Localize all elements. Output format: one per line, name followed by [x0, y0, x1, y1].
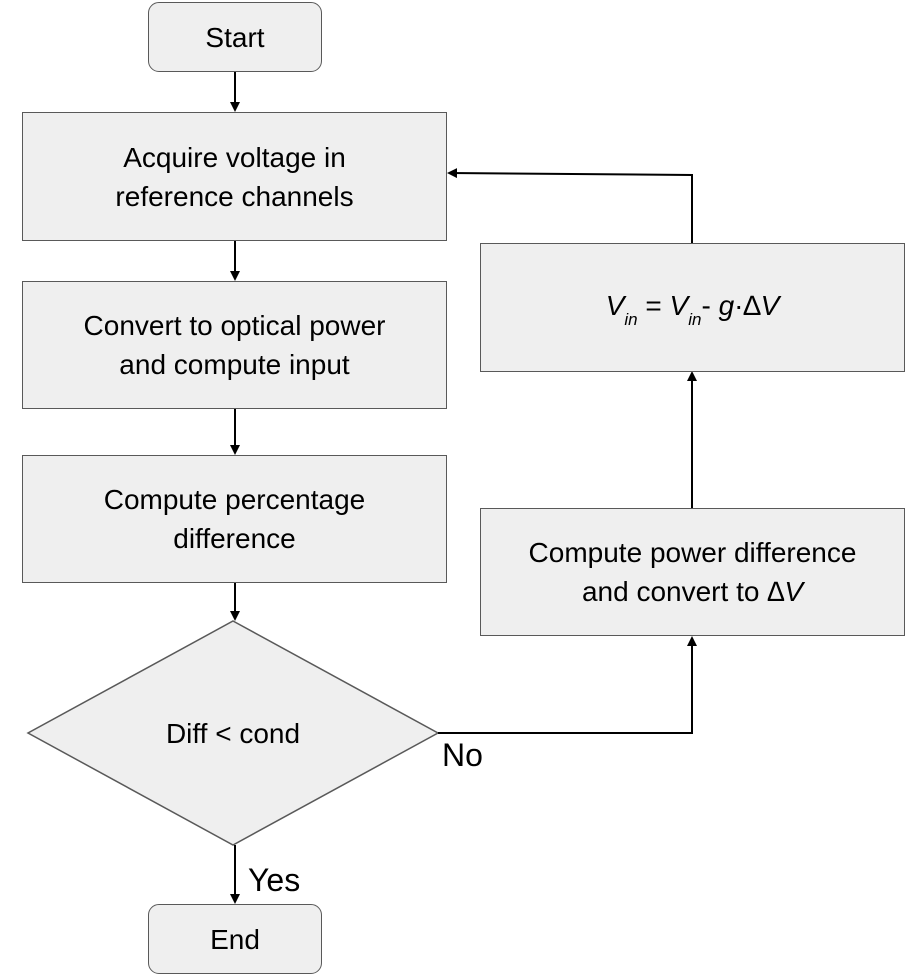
acquire-voltage-label: Acquire voltage in reference channels [115, 141, 354, 212]
formula-delta: ∆ [743, 290, 761, 321]
start-node: Start [148, 2, 322, 72]
formula-v-lhs: V [605, 290, 625, 321]
convert-optical-box: Convert to optical power and compute inp… [22, 281, 447, 409]
power-difference-line2: and convert to [581, 576, 768, 607]
formula-sub-lhs: in [624, 310, 638, 329]
formula-dot: · [734, 290, 744, 321]
power-difference-text: Compute power difference and convert to … [529, 533, 857, 611]
delta-v-symbol: ∆V [767, 576, 804, 607]
decision-diamond [26, 620, 440, 846]
no-branch-label: No [442, 737, 483, 773]
percentage-difference-box: Compute percentage difference [22, 455, 447, 583]
voltage-update-box: Vin = Vin- g·∆V [480, 243, 905, 372]
acquire-voltage-box: Acquire voltage in reference channels [22, 112, 447, 241]
formula-v-rhs: V [669, 290, 689, 321]
percentage-difference-label: Compute percentage difference [103, 484, 366, 554]
decision-label: Diff < cond [165, 718, 301, 749]
end-label: End [210, 923, 260, 955]
arrow-formula-loop-to-acquire [447, 168, 693, 243]
power-difference-line1: Compute power difference [528, 537, 857, 568]
formula-sub-rhs: in [688, 310, 702, 329]
convert-optical-label: Convert to optical power and compute inp… [83, 310, 386, 380]
arrow-decision-no-to-power-diff [438, 636, 697, 734]
power-difference-box: Compute power difference and convert to … [480, 508, 905, 636]
end-node: End [148, 904, 322, 974]
voltage-update-formula: Vin = Vin- g·∆V [606, 286, 780, 329]
start-label: Start [205, 21, 265, 53]
yes-branch-label: Yes [248, 862, 301, 898]
formula-v-delta: V [760, 290, 780, 321]
formula-g: g [718, 290, 735, 321]
formula-equals: = [637, 290, 670, 321]
formula-minus: - [701, 290, 719, 321]
